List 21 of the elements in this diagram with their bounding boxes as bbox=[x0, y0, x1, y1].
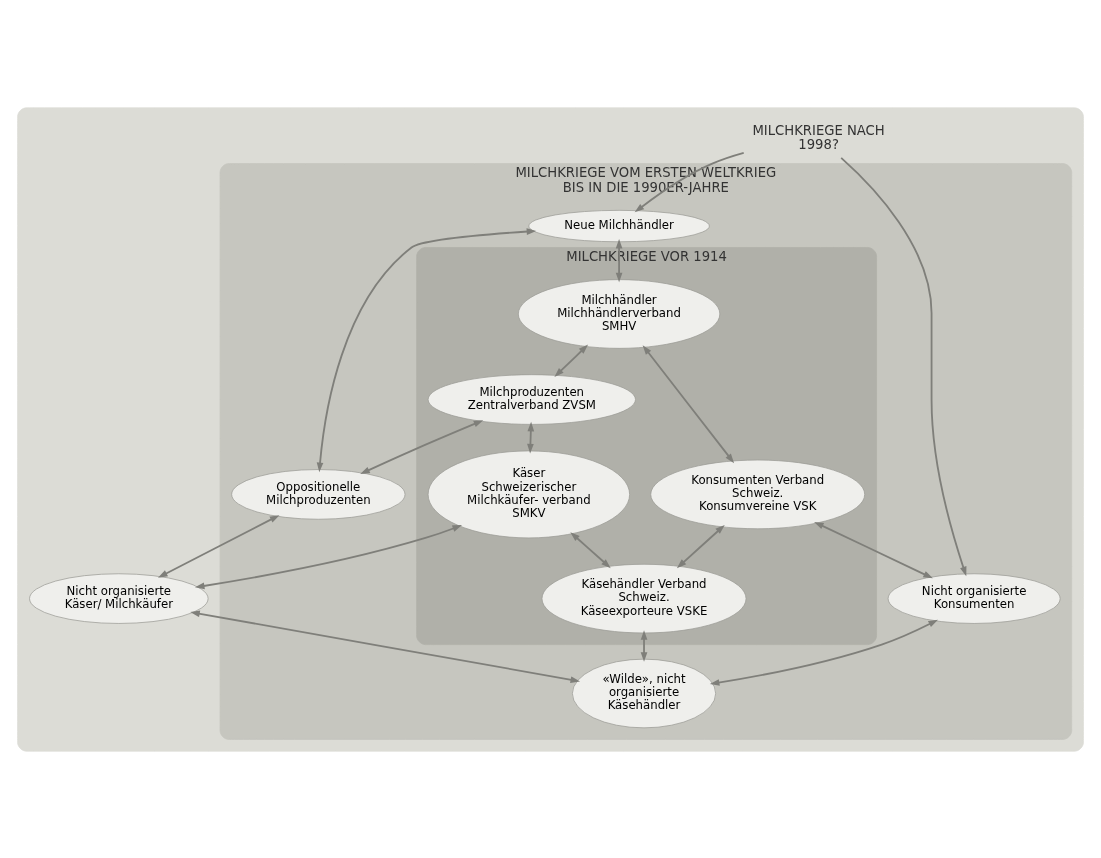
arrow bbox=[316, 227, 537, 472]
arrow bbox=[676, 524, 725, 568]
arrow bbox=[360, 419, 484, 474]
cluster bbox=[17, 106, 1084, 752]
arrow bbox=[709, 619, 938, 686]
arrow bbox=[615, 238, 623, 282]
node-text: MILCHKRIEGE NACH 1998? bbox=[752, 122, 885, 152]
arrow bbox=[554, 344, 589, 377]
arrow bbox=[640, 629, 648, 662]
arrow bbox=[194, 524, 463, 589]
node-ellipse: Milchhändler Milchhändlerverband SMHV bbox=[517, 278, 721, 349]
arrow bbox=[190, 609, 581, 683]
arrow bbox=[642, 344, 735, 463]
arrow bbox=[157, 514, 280, 578]
node-ellipse: Käser Schweizerischer Milchkäufer- verband SMKV bbox=[427, 450, 630, 538]
arrow bbox=[634, 151, 745, 212]
arrow bbox=[570, 531, 611, 568]
arrow bbox=[814, 521, 933, 578]
node-ellipse: Käsehändler Verband Schweiz. Käseexporteure VSKE bbox=[541, 563, 747, 633]
node-ellipse: Nicht organisierte Käser/ Milchkäufer bbox=[29, 572, 209, 624]
arrow bbox=[840, 156, 967, 576]
